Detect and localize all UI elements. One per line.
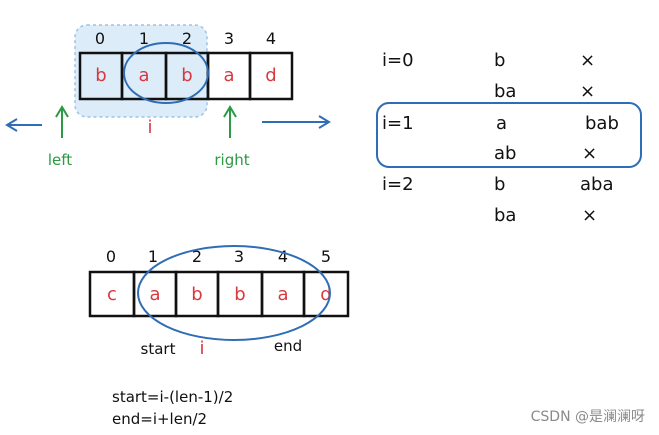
result-table: i=0 b × ba × i=1 a bab ab × i=2 b aba ba… bbox=[376, 50, 642, 226]
top-cell-char-0: b bbox=[95, 65, 106, 86]
top-pointer-i: i bbox=[147, 117, 152, 138]
row-4-label: i=2 bbox=[382, 174, 414, 195]
row-0-label: i=0 bbox=[382, 50, 414, 71]
palindrome-circle bbox=[137, 245, 331, 341]
bottom-index-5: 5 bbox=[321, 247, 331, 266]
row-2-label: i=1 bbox=[382, 113, 414, 134]
bottom-cell-char-0: c bbox=[107, 284, 117, 305]
top-cell-char-2: b bbox=[181, 65, 192, 86]
top-cell-char-3: a bbox=[223, 65, 234, 86]
window-highlight bbox=[74, 24, 208, 118]
bottom-cell-char-2: b bbox=[191, 284, 202, 305]
bottom-index-0: 0 bbox=[106, 247, 116, 266]
formula-start: start=i-(len-1)/2 bbox=[112, 388, 233, 406]
row-4-b: aba bbox=[580, 174, 614, 195]
bottom-pointer-i: i bbox=[199, 338, 204, 359]
center-circle bbox=[123, 42, 209, 104]
formulas: start=i-(len-1)/2 end=i+len/2 bbox=[112, 388, 233, 428]
bottom-cell-char-1: a bbox=[149, 284, 160, 305]
row-1-b: × bbox=[580, 81, 595, 102]
top-cell-4 bbox=[248, 51, 294, 101]
bottom-index-1: 1 bbox=[148, 247, 158, 266]
right-arrow-head bbox=[223, 105, 237, 118]
top-index-2: 2 bbox=[182, 29, 192, 48]
row-2-b: bab bbox=[585, 113, 619, 134]
row-5-a: ba bbox=[494, 205, 516, 226]
right-label: right bbox=[214, 151, 249, 169]
row-4-a: b bbox=[494, 174, 505, 195]
formula-end: end=i+len/2 bbox=[112, 410, 207, 428]
top-index-1: 1 bbox=[139, 29, 149, 48]
left-label: left bbox=[48, 151, 72, 169]
row-1-a: ba bbox=[494, 81, 516, 102]
bottom-index-3: 3 bbox=[234, 247, 244, 266]
expand-left-arrow-head bbox=[5, 118, 18, 132]
row-2-a: a bbox=[496, 113, 507, 134]
left-arrow-head bbox=[55, 105, 69, 118]
bottom-cell-char-3: b bbox=[234, 284, 245, 305]
row-3-b: × bbox=[582, 143, 597, 164]
top-index-3: 3 bbox=[224, 29, 234, 48]
top-cell-char-1: a bbox=[138, 65, 149, 86]
row-3-a: ab bbox=[494, 143, 516, 164]
start-label: start bbox=[141, 340, 176, 358]
bottom-index-2: 2 bbox=[192, 247, 202, 266]
bottom-cell-5 bbox=[302, 270, 350, 318]
watermark: CSDN @是澜澜呀 bbox=[531, 409, 645, 425]
top-index-4: 4 bbox=[266, 29, 276, 48]
top-array: 0 1 2 3 4 b a b a d i left right bbox=[5, 24, 331, 169]
row-0-b: × bbox=[580, 50, 595, 71]
i1-highlight-box bbox=[376, 102, 642, 168]
end-label: end bbox=[274, 337, 302, 355]
expand-right-arrow-head bbox=[318, 115, 331, 129]
bottom-cell-char-5: d bbox=[320, 284, 331, 305]
row-0-a: b bbox=[494, 50, 505, 71]
row-5-b: × bbox=[582, 205, 597, 226]
bottom-cell-char-4: a bbox=[277, 284, 288, 305]
bottom-index-4: 4 bbox=[278, 247, 288, 266]
top-cell-char-4: d bbox=[265, 65, 276, 86]
bottom-array: 0 1 2 3 4 5 c a b b a d start i end bbox=[88, 245, 350, 359]
top-index-0: 0 bbox=[95, 29, 105, 48]
